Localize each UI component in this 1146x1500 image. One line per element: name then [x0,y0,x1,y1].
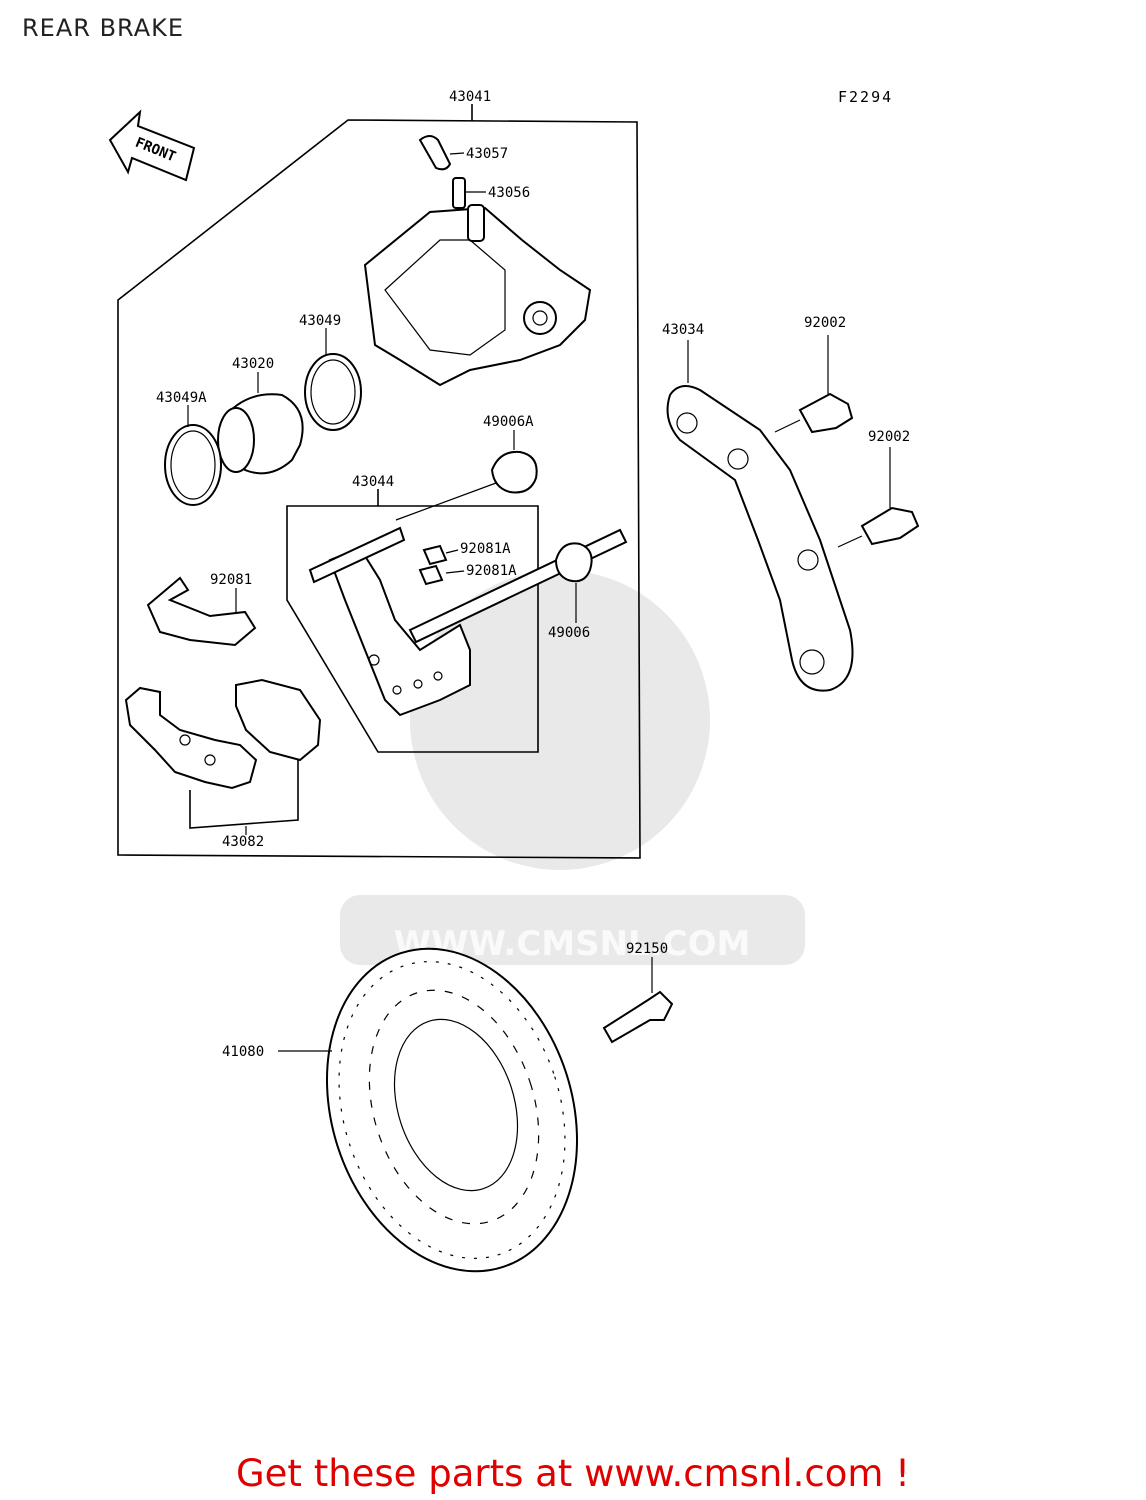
promo-link[interactable]: Get these parts at www.cmsnl.com ! [235,1452,910,1495]
dust-seal-43049A [164,405,222,506]
label-92002-lower: 92002 [868,429,910,445]
label-49006A: 49006A [483,414,534,430]
label-43049A: 43049A [156,390,207,406]
label-92081: 92081 [210,572,252,588]
label-92002-upper: 92002 [804,315,846,331]
front-direction-arrow: FRONT [108,109,196,182]
brake-disc-41080 [278,947,578,1273]
torque-link-bolt-92002-lower [837,447,920,548]
brake-pads-43082 [124,678,322,835]
label-92081A-bottom: 92081A [466,563,517,579]
anti-rattle-spring-92081 [146,576,257,647]
label-43020: 43020 [232,356,274,372]
caliper-assembly-outline [117,119,641,859]
label-43044: 43044 [352,474,394,490]
torque-link-bolt-92002-upper [774,335,854,434]
piston-seal-43049 [304,328,362,431]
page-title: REAR BRAKE [22,14,185,42]
label-43034: 43034 [662,322,704,338]
boot-49006A [395,430,538,521]
bleeder-valve-43056 [452,177,486,209]
label-41080: 41080 [222,1044,264,1060]
bleeder-cap-43057 [418,135,465,171]
label-43056: 43056 [488,185,530,201]
boot-49006 [554,542,593,623]
disc-bolt-92150 [602,957,674,1044]
piston-43020 [217,372,304,475]
label-43049: 43049 [299,313,341,329]
label-49006: 49006 [548,625,590,641]
torque-link-43034 [666,340,854,692]
pad-spring-clips-92081A [418,544,465,586]
label-43082: 43082 [222,834,264,850]
cms-watermark: WWW.CMSNL.COM [340,570,805,965]
caliper-body [363,204,592,387]
bracket-assembly-outline [286,505,539,753]
label-43057: 43057 [466,146,508,162]
label-92081A-top: 92081A [460,541,511,557]
label-92150: 92150 [626,941,668,957]
label-43041: 43041 [449,89,491,105]
figure-code: F2294 [838,88,894,106]
